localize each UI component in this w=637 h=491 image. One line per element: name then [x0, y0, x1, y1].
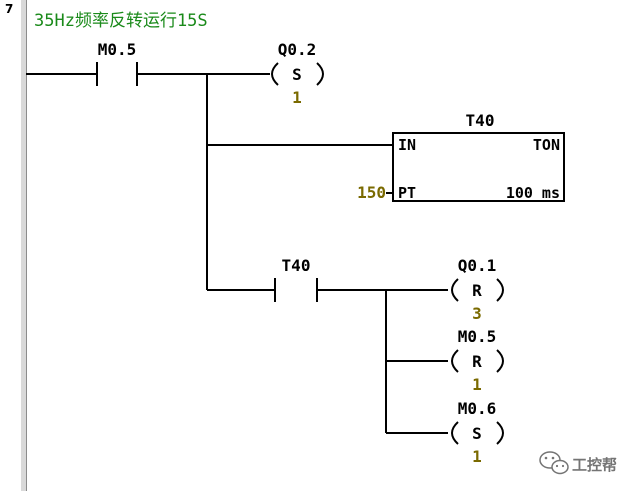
- coil-reset-q01[interactable]: Q0.1 R 3: [451, 256, 504, 323]
- timer-name: T40: [466, 111, 495, 130]
- coil-q01-address: Q0.1: [458, 256, 497, 275]
- coil-m05-right-paren: [496, 349, 504, 373]
- coil-m06-count: 1: [472, 447, 482, 466]
- coil-q02-type: S: [292, 65, 302, 84]
- coil-m05-address: M0.5: [458, 327, 497, 346]
- coil-m06-left-paren: [451, 421, 459, 445]
- coil-q02-right-paren: [316, 62, 324, 86]
- coil-m05-count: 1: [472, 375, 482, 394]
- coil-q02-count: 1: [292, 88, 302, 107]
- watermark-text: 工控帮: [572, 456, 617, 474]
- contact-t40-address: T40: [282, 256, 311, 275]
- wechat-icon: [539, 451, 569, 475]
- timer-pt-label: PT: [398, 184, 416, 202]
- watermark: 工控帮: [539, 451, 617, 475]
- network-comment[interactable]: 35Hz频率反转运行15S: [34, 11, 208, 31]
- network-number: 7: [5, 2, 14, 16]
- contact-t40[interactable]: T40: [274, 256, 318, 302]
- rung-wires: [26, 73, 448, 434]
- coil-q02-left-paren: [271, 62, 279, 86]
- coil-q01-type: R: [472, 281, 482, 300]
- left-power-rail-bar: [21, 0, 27, 491]
- contact-m05[interactable]: M0.5: [96, 40, 138, 86]
- timer-type-label: TON: [533, 136, 560, 154]
- coil-m06-address: M0.6: [458, 399, 497, 418]
- coil-set-m06[interactable]: M0.6 S 1: [451, 399, 504, 466]
- coil-q02-address: Q0.2: [278, 40, 317, 59]
- coil-m05-left-paren: [451, 349, 459, 373]
- timer-in-label: IN: [398, 136, 416, 154]
- timer-t40-box[interactable]: T40 IN TON PT 100 ms: [392, 111, 565, 202]
- coil-m06-right-paren: [496, 421, 504, 445]
- coil-m05-type: R: [472, 352, 482, 371]
- coil-q01-left-paren: [451, 278, 459, 302]
- coil-q01-right-paren: [496, 278, 504, 302]
- timer-resolution: 100 ms: [506, 184, 560, 202]
- coil-q01-count: 3: [472, 304, 482, 323]
- contact-m05-address: M0.5: [98, 40, 137, 59]
- coil-m06-type: S: [472, 424, 482, 443]
- coil-reset-m05[interactable]: M0.5 R 1: [451, 327, 504, 394]
- coil-set-q02[interactable]: Q0.2 S 1: [271, 40, 324, 107]
- timer-preset-value[interactable]: 150: [357, 183, 386, 202]
